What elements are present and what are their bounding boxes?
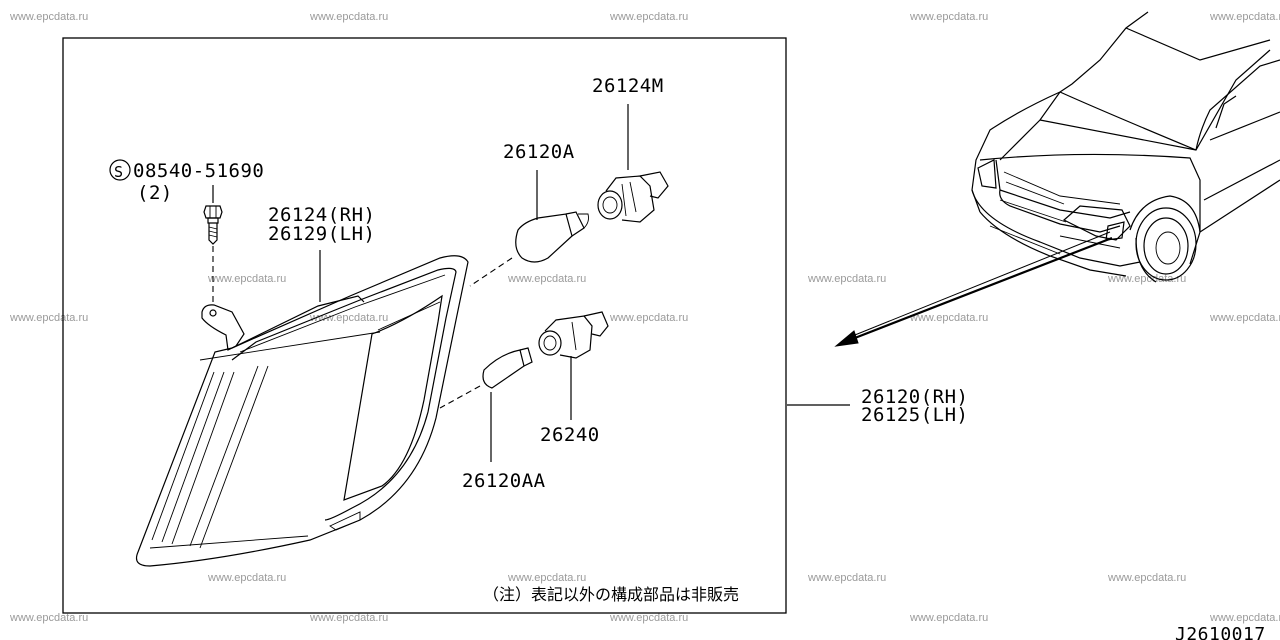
watermark: www.epcdata.ru <box>1209 312 1280 324</box>
socket-top-illustration <box>597 171 669 223</box>
socket-bottom-label: 26240 <box>540 424 600 446</box>
watermark: www.epcdata.ru <box>309 312 388 324</box>
watermark: www.epcdata.ru <box>609 312 688 324</box>
watermark: www.epcdata.ru <box>807 572 886 584</box>
watermark: www.epcdata.ru <box>1209 11 1280 23</box>
watermark: www.epcdata.ru <box>9 11 88 23</box>
assembly-lh-label: 26125(LH) <box>861 404 968 426</box>
watermark: www.epcdata.ru <box>909 612 988 624</box>
watermark: www.epcdata.ru <box>309 11 388 23</box>
vehicle-illustration <box>971 11 1280 283</box>
bulb-top-label: 26120A <box>503 141 575 163</box>
screw-part-number: 08540-51690 <box>133 160 264 182</box>
not-sold-note: （注）表記以外の構成部品は非販売 <box>483 585 739 604</box>
watermark: www.epcdata.ru <box>207 572 286 584</box>
screw-illustration <box>203 205 223 305</box>
watermark-layer: www.epcdata.ru www.epcdata.ru www.epcdat… <box>9 11 1280 624</box>
location-arrow <box>834 231 1113 347</box>
bulb-bottom-illustration <box>439 347 533 409</box>
watermark: www.epcdata.ru <box>909 11 988 23</box>
watermark: www.epcdata.ru <box>807 273 886 285</box>
s-mark-circle <box>109 159 131 181</box>
watermark: www.epcdata.ru <box>1107 273 1186 285</box>
screw-quantity: (2) <box>137 182 173 204</box>
watermark: www.epcdata.ru <box>609 612 688 624</box>
bulb-top-illustration <box>469 211 589 287</box>
watermark: www.epcdata.ru <box>1107 572 1186 584</box>
detail-frame <box>62 37 787 614</box>
watermark: www.epcdata.ru <box>309 612 388 624</box>
diagram-code: J2610017 <box>1175 624 1266 640</box>
watermark: www.epcdata.ru <box>207 273 286 285</box>
lamp-housing-lh-label: 26129(LH) <box>268 223 375 245</box>
watermark: www.epcdata.ru <box>1209 612 1280 624</box>
socket-bottom-illustration <box>538 311 609 359</box>
watermark: www.epcdata.ru <box>9 312 88 324</box>
corner-lamp-illustration <box>135 255 469 567</box>
lamp-housing-rh-label: 26124(RH) <box>268 204 375 226</box>
s-mark-letter: S <box>114 163 124 181</box>
watermark: www.epcdata.ru <box>909 312 988 324</box>
watermark: www.epcdata.ru <box>609 11 688 23</box>
watermark: www.epcdata.ru <box>507 572 586 584</box>
watermark: www.epcdata.ru <box>507 273 586 285</box>
socket-top-label: 26124M <box>592 75 664 97</box>
assembly-rh-label: 26120(RH) <box>861 386 968 408</box>
bulb-bottom-label: 26120AA <box>462 470 546 492</box>
screw-callout: S 08540-51690 (2) <box>109 159 264 204</box>
watermark: www.epcdata.ru <box>9 612 88 624</box>
